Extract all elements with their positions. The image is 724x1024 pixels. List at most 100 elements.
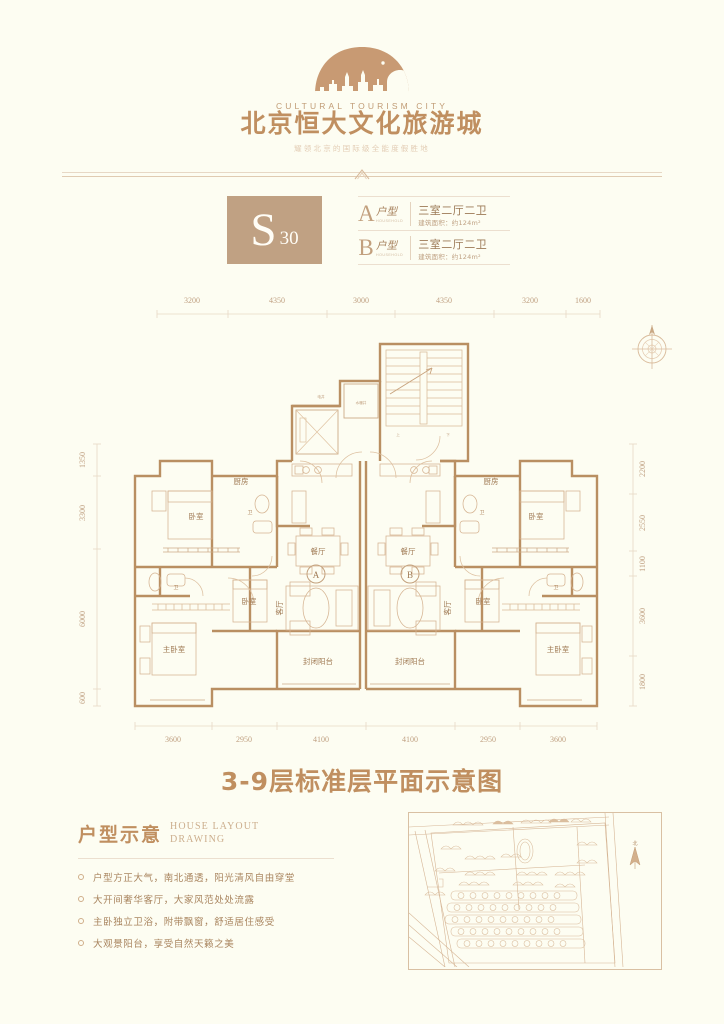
elevator-shaft-label: 电井 [317, 394, 325, 399]
dim-top-3: 4350 [436, 296, 452, 305]
list-item: 主卧独立卫浴，附带飘窗，舒适居住感受 [78, 914, 388, 928]
room-label-bath-master-left: 卫 [173, 585, 178, 591]
unit-marker-a: A [306, 564, 326, 584]
list-item: 大开间奢华客厅，大家风范处处流露 [78, 892, 388, 906]
spec-rule-bottom [358, 264, 510, 265]
dim-left-3: 600 [78, 692, 87, 704]
unit-a-type: 户型 HOUSEHOLD [376, 203, 403, 224]
room-label-bedroom-top-left: 卧室 [189, 511, 204, 521]
unit-a-type-cn: 户型 [376, 206, 397, 219]
layout-notes-list: 户型方正大气，南北通透，阳光清风自由穿堂 大开间奢华客厅，大家风范处处流露 主卧… [78, 870, 388, 950]
unit-marker-b: B [400, 564, 420, 584]
dim-top-4: 3200 [522, 296, 538, 305]
arch-skyline-logo-icon [315, 47, 409, 96]
layout-note-0: 户型方正大气，南北通透，阳光清风自由穿堂 [93, 873, 296, 884]
layout-notes-heading: 户型示意 HOUSE LAYOUT DRAWING [78, 820, 388, 847]
unit-b-area: 建筑面积：约124m² [418, 252, 481, 261]
unit-b-type-cn: 户型 [376, 240, 397, 253]
layout-notes: 户型示意 HOUSE LAYOUT DRAWING 户型方正大气，南北通透，阳光… [78, 820, 388, 958]
core-stairs [385, 349, 463, 427]
unit-spec-table: A 户型 HOUSEHOLD 三室二厅二卫 建筑面积：约124m² B 户型 H… [358, 197, 510, 264]
dim-bot-0: 3600 [165, 735, 181, 744]
layout-note-2: 主卧独立卫浴，附带飘窗，舒适居住感受 [93, 917, 275, 928]
bottom-section: 户型示意 HOUSE LAYOUT DRAWING 户型方正大气，南北通透，阳光… [0, 812, 724, 972]
header-divider [62, 168, 662, 182]
floor-plan: 3200 4350 3000 4350 3200 1600 3600 2950 [0, 286, 724, 766]
unit-marker-b-label: B [407, 570, 413, 580]
dim-bot-5: 3600 [550, 735, 566, 744]
dim-bot-2: 4100 [313, 735, 329, 744]
dimension-left [93, 443, 101, 707]
dim-top-5: 1600 [575, 296, 591, 305]
north-label: 北 [632, 840, 637, 847]
layout-notes-heading-en-1: HOUSE LAYOUT [170, 821, 260, 832]
dim-right-0: 2200 [638, 461, 647, 477]
plan-walls [133, 342, 599, 708]
unit-b-type-en: HOUSEHOLD [376, 253, 404, 258]
bullet-icon [78, 918, 84, 924]
layout-notes-heading-en-2: DRAWING [170, 833, 226, 845]
room-label-kitchen-right: 厨房 [484, 476, 499, 486]
brand-cn-name: 北京恒大文化旅游城 [240, 109, 484, 138]
bullet-icon [78, 896, 84, 902]
room-label-dining-right: 餐厅 [401, 547, 416, 556]
layout-note-1: 大开间奢华客厅，大家风范处处流露 [93, 895, 255, 906]
bullet-icon [78, 874, 84, 880]
unit-a-letter: A [358, 201, 375, 226]
bullet-icon [78, 940, 84, 946]
room-label-bath-master-right: 卫 [553, 585, 558, 591]
unit-spec-row-a: A 户型 HOUSEHOLD 三室二厅二卫 建筑面积：约124m² [358, 197, 510, 231]
layout-notes-heading-cn: 户型示意 [78, 824, 163, 846]
unit-b-letter: B [358, 235, 374, 260]
brand-en-name: CULTURAL TOURISM CITY [276, 101, 448, 111]
dim-right-3: 3600 [638, 608, 647, 624]
plan-fixtures [139, 435, 593, 701]
chevron-ornament-icon [354, 169, 370, 180]
compass-rose-icon [632, 325, 672, 369]
room-label-bedroom-mid-left: 卧室 [242, 596, 257, 606]
room-label-balcony-right: 封闭阳台 [395, 656, 425, 666]
dimension-bottom [134, 722, 598, 730]
dim-top-1: 4350 [269, 296, 285, 305]
room-label-bedroom-mid-right: 卧室 [476, 596, 491, 606]
plan-title: 3-9层标准层平面示意图 [220, 767, 504, 796]
dimension-right-labels: 2200 2550 1100 3600 1800 [638, 461, 647, 690]
unit-a-separator [410, 201, 412, 226]
layout-note-3: 大观景阳台，享受自然天籁之美 [93, 939, 235, 950]
brand-logo: CULTURAL TOURISM CITY [272, 44, 452, 111]
dimension-right [629, 443, 637, 707]
unit-a-type-en: HOUSEHOLD [376, 219, 404, 224]
pipe-shaft-label: 水暖井 [356, 400, 367, 405]
dim-top-0: 3200 [184, 296, 200, 305]
core-pipe-shaft [343, 383, 379, 419]
brand-tagline: 耀领北京的国际级全能度假胜地 [294, 143, 430, 153]
stair-up-label: 上 [396, 432, 400, 437]
room-label-master-right: 主卧室 [547, 644, 570, 654]
divider-line-bottom [62, 176, 662, 177]
room-label-bath-top-left: 卫 [247, 510, 252, 516]
layout-notes-heading-en: HOUSE LAYOUT DRAWING [170, 821, 259, 846]
unit-code-number: 30 [279, 228, 299, 249]
unit-a-rooms: 三室二厅二卫 [418, 203, 488, 217]
dimension-top-labels: 3200 4350 3000 4350 3200 1600 [184, 296, 591, 305]
dim-bot-4: 2950 [480, 735, 496, 744]
dim-top-2: 3000 [353, 296, 369, 305]
unit-b-info: 三室二厅二卫 建筑面积：约124m² [418, 234, 487, 262]
stair-down-label: 下 [446, 433, 450, 437]
room-label-kitchen-left: 厨房 [234, 476, 249, 486]
room-label-bath-top-right: 卫 [479, 510, 484, 516]
dim-right-4: 1800 [638, 674, 647, 690]
unit-code-letter: S [250, 203, 277, 256]
north-arrow-icon: 北 [629, 840, 641, 869]
unit-b-type: 户型 HOUSEHOLD [376, 237, 403, 258]
dimension-left-labels: 1350 3300 6000 600 [78, 452, 87, 704]
room-label-bedroom-top-right: 卧室 [529, 511, 544, 521]
dim-left-0: 1350 [78, 452, 87, 468]
unit-b-rooms: 三室二厅二卫 [418, 237, 488, 251]
brand-header: CULTURAL TOURISM CITY 北京恒大文化旅游城 耀领北京的国际级… [0, 44, 724, 154]
site-map: 北 [408, 812, 662, 970]
floor-plan-svg: 3200 4350 3000 4350 3200 1600 3600 2950 [78, 296, 672, 744]
